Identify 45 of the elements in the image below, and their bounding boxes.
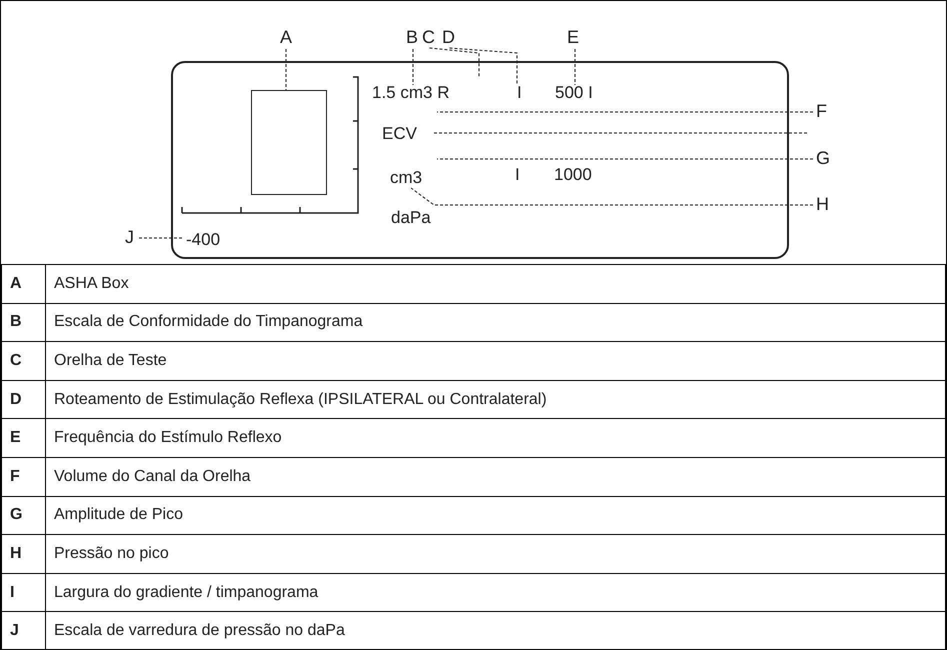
key-description: Amplitude de Pico bbox=[46, 496, 946, 535]
key-letter: B bbox=[2, 303, 46, 342]
key-letter: G bbox=[2, 496, 46, 535]
leader-line bbox=[574, 48, 576, 86]
leader-line bbox=[412, 48, 414, 86]
display-reading: 1.5 cm3 R bbox=[372, 84, 450, 101]
key-description: Largura do gradiente / timpanograma bbox=[46, 573, 946, 612]
callout-letter: E bbox=[567, 28, 580, 46]
axis-unit: daPa bbox=[391, 209, 431, 226]
key-letter: C bbox=[2, 342, 46, 380]
key-letter: E bbox=[2, 418, 46, 458]
key-letter: J bbox=[2, 612, 46, 650]
key-letter: I bbox=[2, 573, 46, 612]
display-reading: ECV bbox=[382, 125, 417, 142]
key-letter: F bbox=[2, 457, 46, 496]
callout-letter: B bbox=[406, 28, 418, 46]
display-reading: I bbox=[517, 84, 522, 101]
key-description: ASHA Box bbox=[46, 264, 946, 304]
key-letter: H bbox=[2, 534, 46, 574]
key-letter: A bbox=[2, 264, 46, 304]
callout-letter: F bbox=[816, 102, 827, 120]
screen-outline bbox=[171, 61, 789, 259]
leader-line bbox=[449, 48, 518, 86]
asha-box bbox=[251, 90, 327, 195]
display-reading: 1000 bbox=[554, 166, 592, 183]
callout-letter: C bbox=[422, 28, 435, 46]
display-reading: 500 I bbox=[555, 84, 593, 101]
display-reading: cm3 bbox=[390, 169, 422, 186]
callout-letter: G bbox=[816, 149, 830, 167]
leader-line bbox=[410, 188, 814, 206]
key-description: Roteamento de Estimulação Reflexa (IPSILATERAL ou Contralateral) bbox=[46, 380, 946, 419]
callout-letter: A bbox=[280, 28, 292, 46]
callout-letter: J bbox=[125, 228, 134, 246]
key-letter: D bbox=[2, 380, 46, 419]
key-description: Frequência do Estímulo Reflexo bbox=[46, 418, 946, 458]
display-reading: -400 bbox=[186, 231, 220, 248]
leader-line bbox=[436, 158, 814, 160]
callout-letter: D bbox=[442, 28, 455, 46]
leader-line bbox=[429, 48, 480, 78]
key-description: Volume do Canal da Orelha bbox=[46, 457, 946, 496]
key-description: Pressão no pico bbox=[46, 534, 946, 574]
key-description: Orelha de Teste bbox=[46, 342, 946, 380]
key-description: Escala de Conformidade do Timpanograma bbox=[46, 303, 946, 342]
display-reading: I bbox=[515, 166, 520, 183]
callout-letter: H bbox=[816, 195, 829, 213]
